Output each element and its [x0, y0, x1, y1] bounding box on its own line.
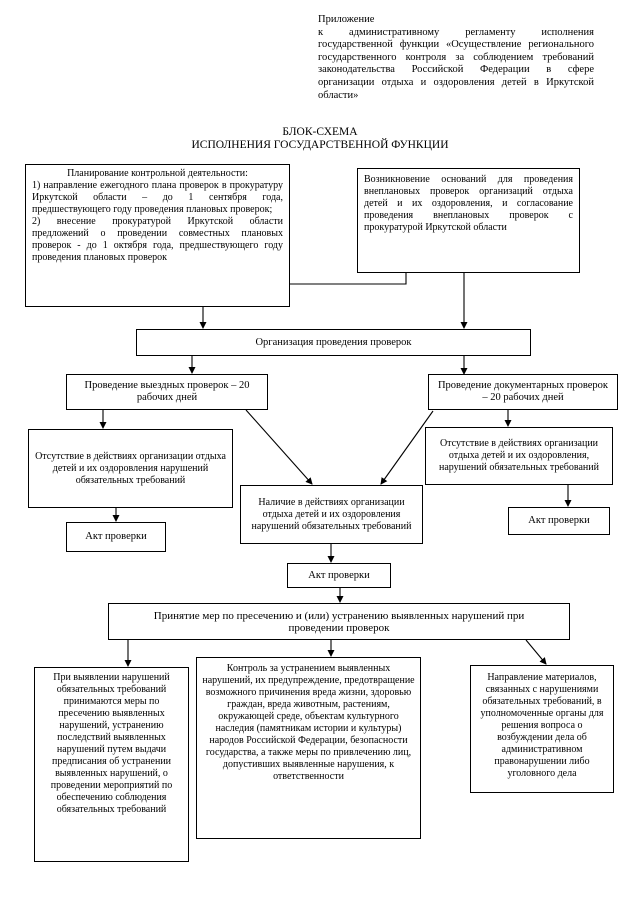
act-right-box: Акт проверки	[508, 507, 610, 535]
planning-heading: Планирование контрольной деятельности:	[67, 168, 248, 179]
unscheduled-box: Возникновение оснований для проведения в…	[357, 168, 580, 273]
onsite-inspections-box: Проведение выездных проверок – 20 рабочи…	[66, 374, 268, 410]
arrow-measures-to-bottom-right	[525, 639, 547, 665]
absence-of-violations-right-text: Отсутствие в действиях организации отдых…	[439, 438, 599, 473]
onsite-inspections-text: Проведение выездных проверок – 20 рабочи…	[84, 380, 250, 403]
act-center-box: Акт проверки	[287, 563, 391, 588]
presence-of-violations-box: Наличие в действиях организации отдыха д…	[240, 485, 423, 544]
absence-of-violations-left-text: Отсутствие в действиях организации отдых…	[35, 450, 226, 486]
absence-of-violations-right-box: Отсутствие в действиях организации отдых…	[425, 427, 613, 485]
measures-box: Принятие мер по пресечению и (или) устра…	[108, 603, 570, 640]
arrow-documentary-to-presence	[380, 410, 434, 485]
measures-text: Принятие мер по пресечению и (или) устра…	[153, 609, 525, 634]
appendix-label: Приложение	[318, 14, 375, 25]
diagram-subtitle: ИСПОЛНЕНИЯ ГОСУДАРСТВЕННОЙ ФУНКЦИИ	[191, 139, 449, 151]
bottom-left-box: При выявлении нарушений обязательных тре…	[34, 667, 189, 862]
appendix-note: Приложение к административному регламент…	[318, 14, 594, 102]
organization-box: Организация проведения проверок	[136, 329, 531, 356]
planning-box: Планирование контрольной деятельности: 1…	[25, 164, 290, 307]
planning-item-2: 2) внесение прокуратурой Иркутской облас…	[32, 216, 283, 263]
diagram-title: БЛОК-СХЕМА	[282, 126, 358, 138]
documentary-inspections-box: Проведение документарных проверок – 20 р…	[428, 374, 618, 410]
arrow-onsite-to-presence	[245, 409, 313, 485]
act-right-text: Акт проверки	[528, 515, 590, 526]
bottom-center-text: Контроль за устранением выявленных наруш…	[202, 663, 415, 782]
organization-text: Организация проведения проверок	[255, 336, 412, 348]
appendix-text: к административному регламенту исполнени…	[318, 26, 594, 101]
connector-merge-top	[290, 272, 407, 285]
unscheduled-text: Возникновение оснований для проведения в…	[364, 174, 573, 233]
documentary-inspections-text: Проведение документарных проверок – 20 р…	[437, 380, 609, 403]
act-left-text: Акт проверки	[85, 531, 147, 542]
absence-of-violations-left-box: Отсутствие в действиях организации отдых…	[28, 429, 233, 508]
planning-item-1: 1) направление ежегодного плана проверок…	[32, 180, 283, 215]
bottom-right-box: Направление материалов, связанных с нару…	[470, 665, 614, 793]
presence-of-violations-text: Наличие в действиях организации отдыха д…	[251, 496, 412, 532]
act-left-box: Акт проверки	[66, 522, 166, 552]
bottom-center-box: Контроль за устранением выявленных наруш…	[196, 657, 421, 839]
act-center-text: Акт проверки	[308, 569, 370, 581]
bottom-left-text: При выявлении нарушений обязательных тре…	[50, 672, 173, 815]
bottom-right-text: Направление материалов, связанных с нару…	[480, 672, 604, 779]
